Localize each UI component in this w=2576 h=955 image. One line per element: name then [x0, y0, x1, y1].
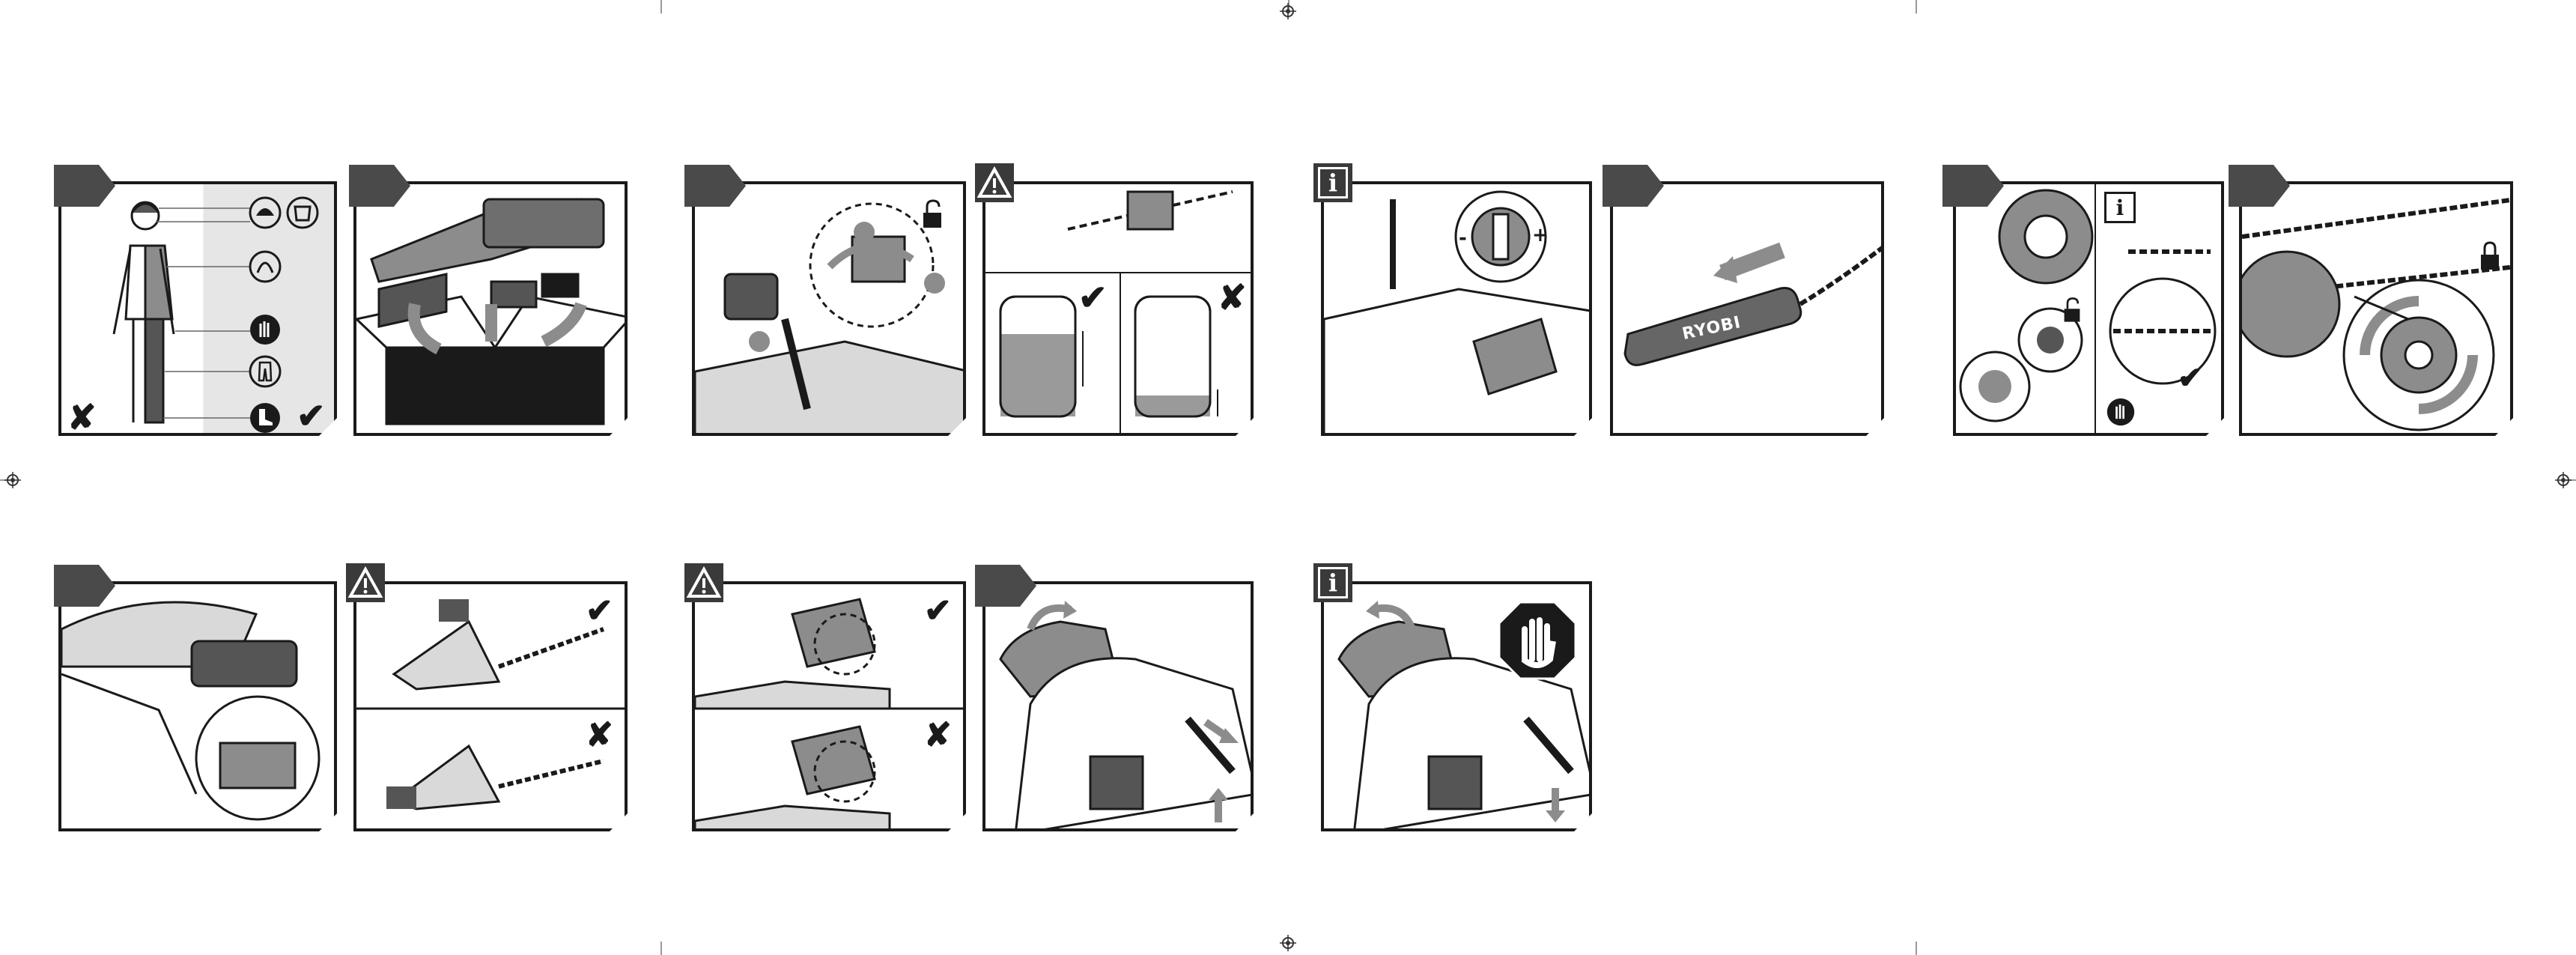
knob-lock-illustration	[2242, 184, 2513, 436]
arrow-icon	[1203, 716, 1240, 746]
panel-chain-tension-info: - +	[1321, 181, 1592, 436]
check-mark: ✔	[586, 592, 613, 630]
info-icon: i	[1313, 163, 1352, 202]
boot-icon	[249, 401, 282, 434]
battery-remove-illustration	[61, 584, 337, 831]
face-shield-icon	[286, 196, 319, 229]
cross-mark: ✘	[586, 716, 613, 754]
arrow-icon	[1364, 599, 1417, 637]
info-glyph: i	[1318, 167, 1348, 198]
unbox-illustration	[356, 184, 628, 436]
registration-mark-icon	[2555, 472, 2572, 488]
glove-icon	[2106, 397, 2136, 427]
panel-tension-knob-lock	[2239, 181, 2513, 436]
info-icon: i	[1313, 563, 1352, 602]
warning-icon	[684, 563, 723, 602]
arrow-icon	[1544, 786, 1567, 824]
panel-grip-check: ✔ ✘	[353, 581, 628, 831]
registration-mark-icon	[1280, 3, 1296, 19]
warning-icon	[346, 563, 385, 602]
oil-level-illustration	[985, 184, 1254, 436]
info-glyph: i	[1318, 567, 1348, 598]
guide-bar-illustration	[1613, 184, 1884, 436]
padlock-open-icon	[921, 199, 944, 229]
panel-bar-install: RYOBI	[1610, 181, 1884, 436]
tension-knob-illustration: - +	[1324, 184, 1592, 436]
check-mark: ✔	[2178, 361, 2203, 395]
sprocket-cover-illustration	[1956, 184, 2224, 436]
warning-icon	[975, 163, 1014, 202]
glove-icon	[249, 313, 282, 346]
panel-start-sequence	[982, 581, 1254, 831]
crop-mark	[660, 0, 662, 13]
panel-stop-sequence	[1321, 581, 1592, 831]
helmet-icon	[249, 196, 282, 229]
trousers-icon	[249, 355, 282, 388]
padlock-open-icon	[2062, 297, 2082, 324]
registration-mark-icon	[4, 472, 21, 488]
stop-hand-icon	[1496, 599, 1579, 682]
info-icon: i	[2104, 192, 2136, 223]
check-mark: ✔	[924, 592, 952, 630]
ear-protection-icon	[249, 250, 282, 283]
crop-mark	[1916, 0, 1917, 13]
crop-mark	[660, 942, 662, 955]
cross-mark: ✘	[924, 716, 952, 754]
arrow-icon	[1026, 599, 1078, 637]
svg-text:-: -	[1459, 227, 1467, 249]
arrow-icon	[1207, 786, 1230, 824]
check-mark: ✔	[297, 395, 326, 436]
crop-mark	[1916, 942, 1917, 955]
check-mark: ✔	[1078, 277, 1108, 318]
panel-oil-level: ✔ ✘	[982, 181, 1254, 436]
padlock-closed-icon	[2479, 241, 2501, 271]
panel-battery-remove	[58, 581, 337, 831]
cross-mark: ✘	[1218, 277, 1247, 318]
panel-unbox	[353, 181, 628, 436]
panel-hand-guard: ✔ ✘	[692, 581, 966, 831]
panel-ppe: ✘ ✔	[58, 181, 337, 436]
panel-sprocket-cover: i ✔	[1953, 181, 2224, 436]
svg-text:+: +	[1532, 224, 1549, 246]
cross-mark: ✘	[67, 397, 97, 436]
registration-mark-icon	[1280, 935, 1296, 951]
panel-battery-insert	[692, 181, 966, 436]
